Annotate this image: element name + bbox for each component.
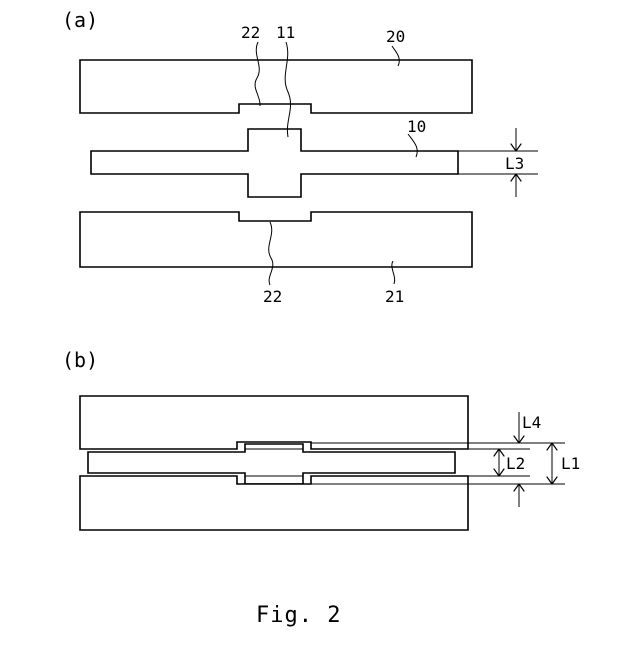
lower-die bbox=[80, 212, 472, 267]
workpiece bbox=[91, 129, 458, 197]
upper-die bbox=[80, 60, 472, 113]
l4-label: L4 bbox=[522, 413, 541, 432]
panel-a: (a) 22 11 20 10 22 21 bbox=[62, 8, 538, 306]
ref-lower-die: 21 bbox=[385, 287, 404, 306]
ref-lower-die-recess: 22 bbox=[263, 287, 282, 306]
l3-label: L3 bbox=[505, 154, 524, 173]
dimension-l3: L3 bbox=[458, 128, 538, 197]
panel-b-label: (b) bbox=[62, 348, 98, 372]
panel-a-label: (a) bbox=[62, 8, 98, 32]
l1-label: L1 bbox=[561, 454, 580, 473]
ref-upper-die-recess: 22 bbox=[241, 23, 260, 42]
dimension-l1: L1 bbox=[547, 443, 580, 484]
dimension-l2: L2 bbox=[494, 449, 525, 476]
panel-b: (b) L4 bbox=[62, 348, 580, 530]
dimension-l4: L4 bbox=[514, 412, 541, 443]
ref-workpiece: 10 bbox=[407, 117, 426, 136]
upper-die-closed bbox=[80, 396, 468, 449]
figure-caption: Fig. 2 bbox=[256, 603, 341, 628]
ref-upper-die: 20 bbox=[386, 27, 405, 46]
dimension-lower-arrow bbox=[514, 484, 524, 507]
ref-protrusion: 11 bbox=[276, 23, 295, 42]
l2-label: L2 bbox=[506, 454, 525, 473]
